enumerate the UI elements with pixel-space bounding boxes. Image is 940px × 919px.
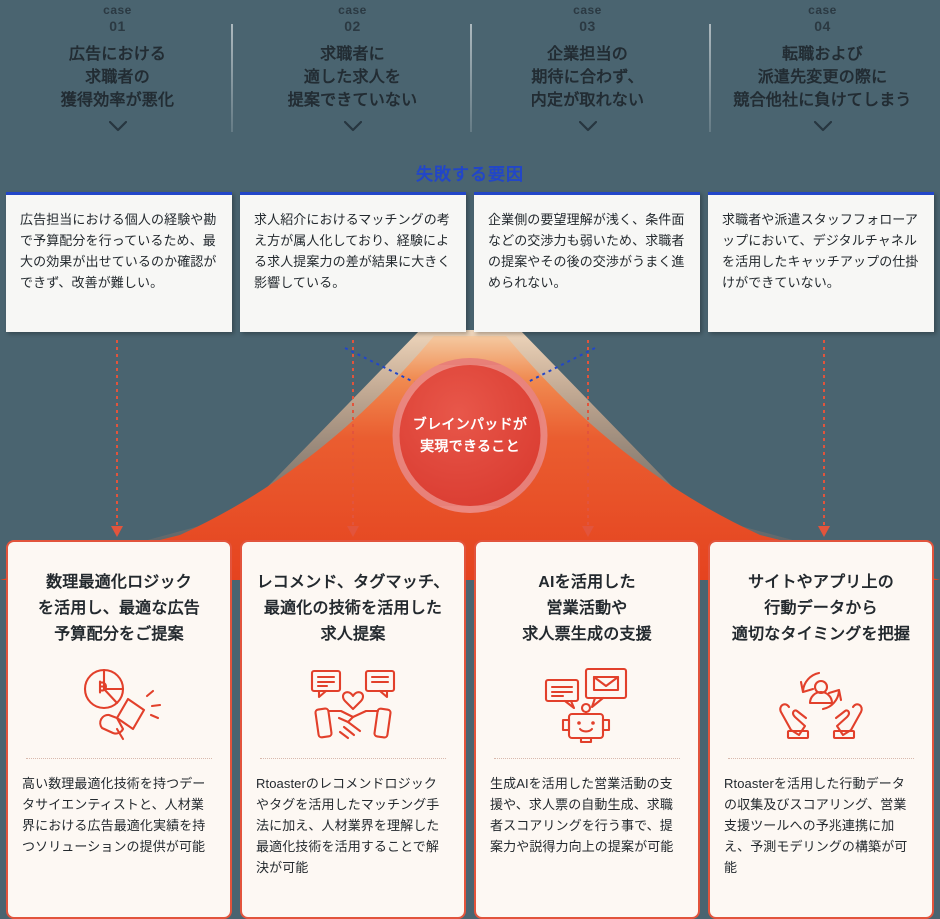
header-divider-3 [709,24,711,132]
handshake-chat-heart-icon [256,656,450,752]
solution-card-row: 数理最適化ロジックを活用し、最適な広告予算配分をご提案 高い数理最適化技術を持つ… [0,540,940,919]
problem-card-2: 求人紹介におけるマッチングの考え方が属人化しており、経験による求人提案力の差が結… [240,192,466,332]
solution-description-2: Rtoasterのレコメンドロジックやタグを活用したマッチング手法に加え、人材業… [256,775,440,875]
problem-card-row: 広告担当における個人の経験や勘で予算配分を行っているため、最大の効果が出せている… [0,192,940,332]
center-hub-circle: ブレインパッドが実現できること [392,358,548,513]
hands-user-cycle-icon [724,656,918,752]
solution-divider-3 [494,757,680,759]
case-title-2: 求職者に適した求人を提案できていない [287,45,418,110]
solution-card-3: AIを活用した営業活動や求人票生成の支援 [474,540,700,919]
solution-title-2: レコメンド、タグマッチ、最適化の技術を活用した求人提案 [256,574,450,643]
solution-description-4: Rtoasterを活用した行動データの収集及びスコアリング、営業支援ツールへの予… [724,775,908,875]
solution-title-3: AIを活用した営業活動や求人票生成の支援 [522,574,652,643]
problem-text-1: 広告担当における個人の経験や勘で予算配分を行っているため、最大の効果が出せている… [20,212,217,291]
center-hub-label: ブレインパッドが実現できること [412,415,528,454]
problem-text-2: 求人紹介におけるマッチングの考え方が属人化しており、経験による求人提案力の差が結… [254,212,451,291]
problem-text-4: 求職者や派遣スタッフフォローアップにおいて、デジタルチャネルを活用したキャッチア… [722,212,919,291]
case-kicker-3: case 03 [573,3,602,34]
solution-divider-1 [26,757,212,759]
case-number-3: 03 [579,17,596,34]
case-header-row: case 01 広告における求職者の獲得効率が悪化 case 02 求職者に適し… [0,0,940,186]
problem-card-3: 企業側の要望理解が浅く、条件面などの交渉力も弱いため、求職者の提案やその後の交渉… [474,192,700,332]
chatbot-mail-icon [490,656,684,752]
problem-text-3: 企業側の要望理解が浅く、条件面などの交渉力も弱いため、求職者の提案やその後の交渉… [488,212,685,291]
case-column-4: case 04 転職および派遣先変更の際に競合他社に負けてしまう [705,0,940,186]
solution-card-2: レコメンド、タグマッチ、最適化の技術を活用した求人提案 [240,540,466,919]
case-kicker-label-1: case [103,3,132,17]
case-column-3: case 03 企業担当の期待に合わず、内定が取れない [470,0,705,186]
case-column-2: case 02 求職者に適した求人を提案できていない [235,0,470,186]
case-title-4: 転職および派遣先変更の際に競合他社に負けてしまう [733,45,912,110]
solution-description-3: 生成AIを活用した営業活動の支援や、求人票の自動生成、求職者スコアリングを行う事… [490,775,674,854]
case-title-3: 企業担当の期待に合わず、内定が取れない [530,45,645,110]
case-column-1: case 01 広告における求職者の獲得効率が悪化 [0,0,235,186]
solution-title-1: 数理最適化ロジックを活用し、最適な広告予算配分をご提案 [37,574,200,643]
solution-divider-4 [728,757,914,759]
chevron-down-icon-4 [813,121,832,132]
case-kicker-label-3: case [573,3,602,17]
solution-card-4: サイトやアプリ上の行動データから適切なタイミングを把握 Rtoasterを活用し… [708,540,934,919]
solution-description-1: 高い数理最適化技術を持つデータサイエンティストと、人材業界における広告最適化実績… [22,775,206,854]
case-kicker-label-4: case [808,3,837,17]
problem-card-4: 求職者や派遣スタッフフォローアップにおいて、デジタルチャネルを活用したキャッチア… [708,192,934,332]
case-title-1: 広告における求職者の獲得効率が悪化 [60,45,175,110]
chevron-down-icon-2 [343,121,362,132]
case-kicker-1: case 01 [103,3,132,34]
case-number-4: 04 [814,17,831,34]
failure-factor-label: 失敗する要因 [416,165,524,184]
solution-title-4: サイトやアプリ上の行動データから適切なタイミングを把握 [731,574,911,643]
header-divider-2 [470,24,472,132]
case-number-2: 02 [344,17,361,34]
chevron-down-icon-1 [108,121,127,132]
case-kicker-label-2: case [338,3,367,17]
pie-chart-megaphone-icon [22,656,216,752]
case-kicker-4: case 04 [808,3,837,34]
chevron-down-icon-3 [578,121,597,132]
header-divider-1 [231,24,233,132]
solution-card-1: 数理最適化ロジックを活用し、最適な広告予算配分をご提案 高い数理最適化技術を持つ… [6,540,232,919]
problem-card-1: 広告担当における個人の経験や勘で予算配分を行っているため、最大の効果が出せている… [6,192,232,332]
solution-divider-2 [260,757,446,759]
case-number-1: 01 [109,17,126,34]
case-kicker-2: case 02 [338,3,367,34]
